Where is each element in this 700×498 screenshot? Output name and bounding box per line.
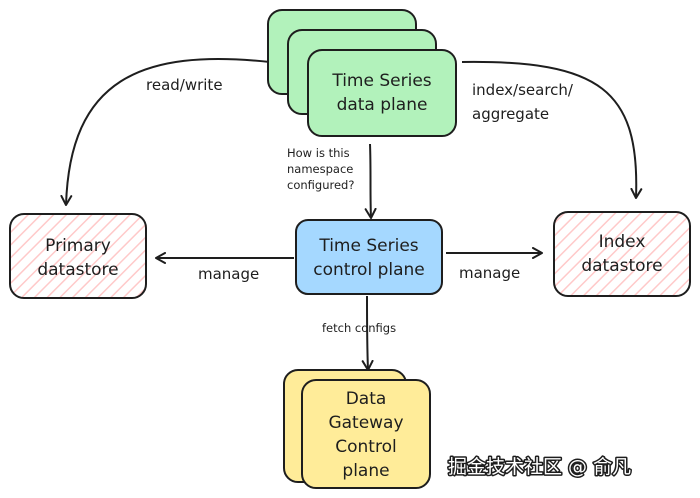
index-datastore-box	[553, 211, 691, 297]
edges	[60, 57, 643, 371]
watermark-text: 掘金技术社区 @ 俞凡	[448, 456, 631, 478]
index-search-label-line-1: index/search/	[472, 81, 574, 99]
fetch-configs-label: fetch configs	[322, 321, 396, 335]
gateway-label-line-3: Control	[335, 437, 396, 457]
edge-config-question	[364, 143, 377, 219]
primary-datastore-box	[9, 213, 147, 299]
manage-right-label: manage	[459, 264, 520, 282]
data-plane-label-line-1: Time Series	[331, 71, 431, 91]
watermark: 掘金技术社区 @ 俞凡	[447, 455, 633, 480]
gateway-label-line-2: Gateway	[328, 413, 403, 433]
edge-read-write	[60, 57, 271, 206]
data-plane-label-line-2: data plane	[337, 95, 428, 115]
read-write-label: read/write	[146, 76, 223, 94]
index-datastore-label-line-1: Index	[599, 232, 646, 252]
primary-datastore-label-line-2: datastore	[37, 260, 118, 280]
edge-fetch-configs	[361, 295, 374, 371]
gateway-box	[301, 379, 431, 489]
config-question-line-2: namespace	[287, 162, 353, 176]
node-primary-datastore: Primary datastore	[9, 213, 147, 299]
config-question-line-3: configured?	[287, 178, 354, 192]
control-plane-label-line-1: Time Series	[318, 236, 418, 256]
gateway-label-line-1: Data	[346, 389, 387, 409]
control-plane-label-line-2: control plane	[313, 260, 425, 280]
data-plane-box	[307, 49, 457, 137]
config-question-line-1: How is this	[287, 146, 350, 160]
index-datastore-label-line-2: datastore	[581, 256, 662, 276]
node-gateway-control-plane: Data Gateway Control plane	[283, 369, 431, 489]
primary-datastore-label-line-1: Primary	[45, 236, 111, 256]
manage-left-label: manage	[198, 265, 259, 283]
node-index-datastore: Index datastore	[553, 211, 691, 297]
edge-index-search-aggregate	[461, 60, 643, 199]
control-plane-box	[295, 219, 443, 295]
node-data-plane: Time Series data plane	[267, 9, 457, 137]
edge-labels: read/write index/search/ aggregate How i…	[146, 76, 574, 335]
gateway-label-line-4: plane	[342, 461, 389, 481]
index-search-label-line-2: aggregate	[472, 105, 549, 123]
node-control-plane: Time Series control plane	[295, 219, 443, 295]
